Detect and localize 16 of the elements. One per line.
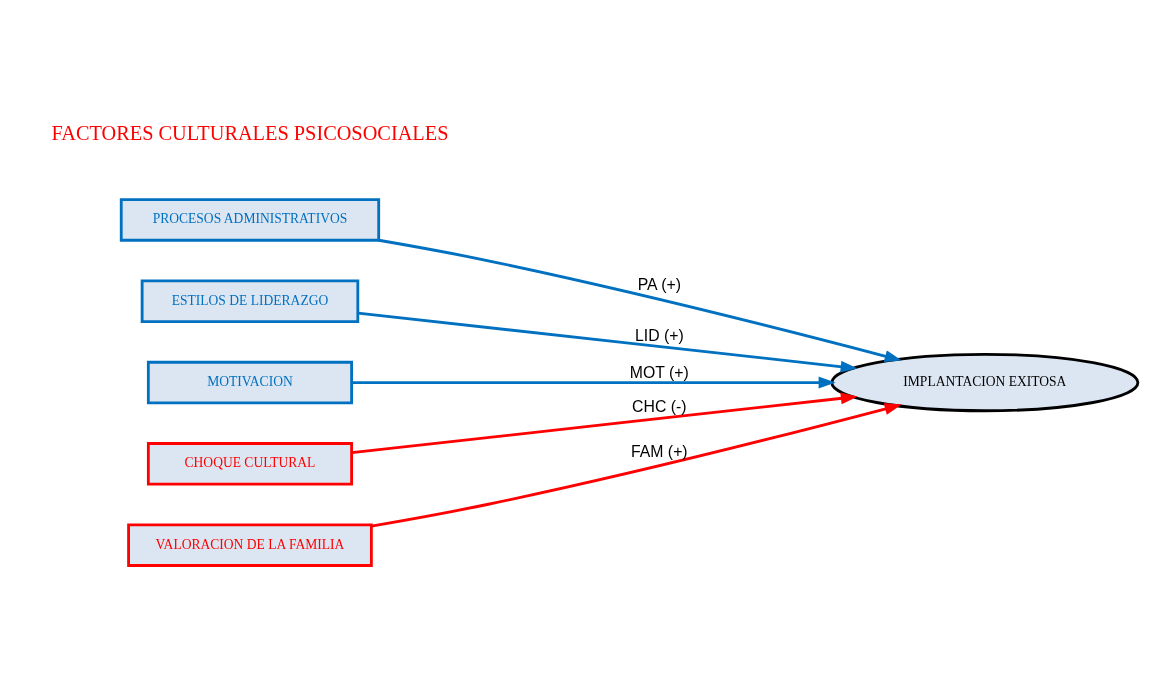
- edge-label: PA (+): [637, 276, 681, 294]
- node-box: CHOQUE CULTURAL: [146, 442, 354, 486]
- edge-label: FAM (+): [631, 443, 688, 461]
- node-box: VALORACION DE LA FAMILIA: [127, 523, 373, 567]
- node-box: MOTIVACION: [146, 360, 354, 405]
- node-box: ESTILOS DE LIDERAZGO: [140, 279, 360, 323]
- edge-label: MOT (+): [629, 364, 689, 382]
- arrow: [351, 392, 858, 455]
- edge-label: LID (+): [634, 326, 684, 344]
- arrow: [357, 311, 858, 373]
- label: FACTORES CULTURALES PSICOSOCIALES: [51, 122, 449, 145]
- arrow: [378, 238, 902, 362]
- node-box: PROCESOS ADMINISTRATIVOS: [119, 198, 381, 242]
- arrow: [371, 403, 902, 528]
- edge-label: CHC (-): [632, 398, 687, 416]
- arrow: [351, 376, 836, 389]
